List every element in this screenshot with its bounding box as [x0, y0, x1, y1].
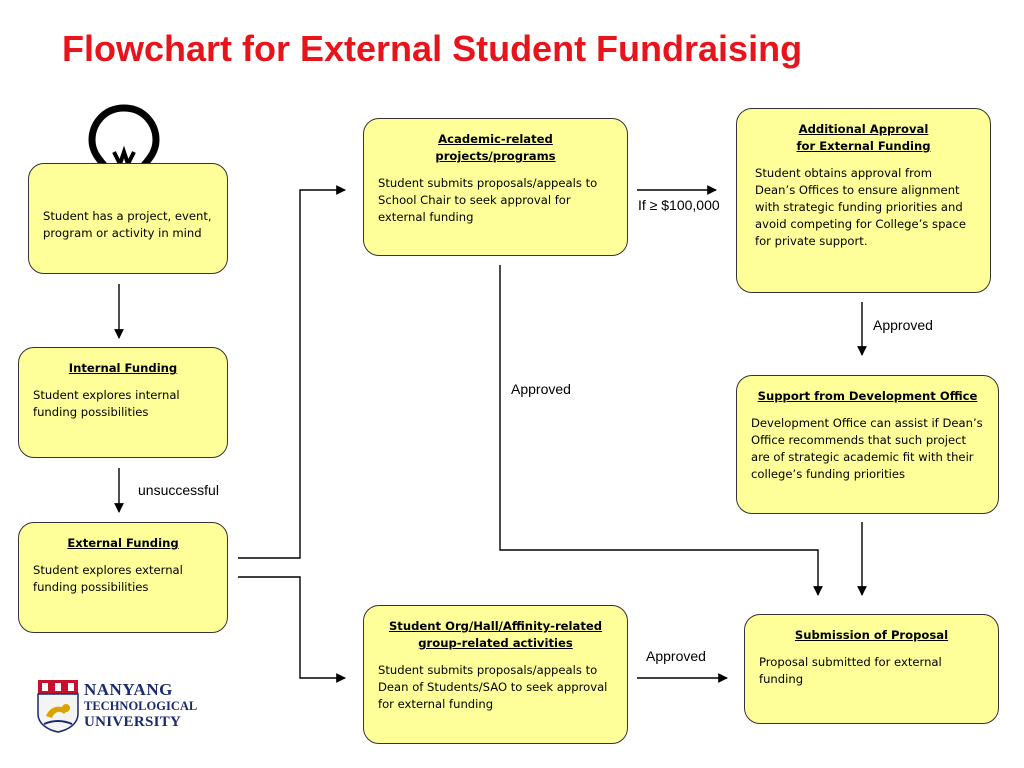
label-approved-academic: Approved — [511, 381, 571, 397]
logo-line2: TECHNOLOGICAL — [84, 699, 198, 713]
university-crest-icon — [37, 680, 79, 733]
development-office-heading: Support from Development Office — [757, 389, 978, 403]
additional-approval-box: Additional Approval for External Funding… — [736, 108, 991, 293]
external-funding-text: Student explores external funding possib… — [33, 563, 183, 594]
external-funding-heading: External Funding — [67, 536, 179, 550]
university-name: NANYANG TECHNOLOGICAL UNIVERSITY — [84, 680, 198, 730]
academic-projects-text: Student submits proposals/appeals to Sch… — [378, 176, 598, 224]
arrow-external-to-academic — [238, 185, 346, 559]
external-funding-box: External Funding Student explores extern… — [18, 522, 228, 633]
submission-heading: Submission of Proposal — [794, 628, 949, 642]
additional-approval-text: Student obtains approval from Dean’s Off… — [755, 166, 967, 248]
label-approved-student-org: Approved — [646, 648, 706, 664]
logo-line1: NANYANG — [84, 680, 173, 699]
internal-funding-heading: Internal Funding — [68, 361, 178, 375]
academic-projects-heading: Academic-related projects/programs — [435, 132, 556, 163]
submission-box: Submission of Proposal Proposal submitte… — [744, 614, 999, 724]
page-title: Flowchart for External Student Fundraisi… — [62, 28, 803, 69]
start-box: Student has a project, event, program or… — [28, 163, 228, 274]
label-threshold: If ≥ $100,000 — [638, 197, 720, 213]
development-office-box: Support from Development Office Developm… — [736, 375, 999, 514]
arrow-academic-to-submission — [499, 265, 823, 596]
student-org-heading: Student Org/Hall/Affinity-related group-… — [388, 619, 603, 650]
development-office-text: Development Office can assist if Dean’s … — [751, 416, 983, 481]
logo-line3: UNIVERSITY — [84, 714, 182, 730]
student-org-text: Student submits proposals/appeals to Dea… — [378, 663, 608, 711]
additional-approval-heading: Additional Approval for External Funding — [796, 122, 931, 153]
internal-funding-text: Student explores internal funding possib… — [33, 388, 180, 419]
submission-text: Proposal submitted for external funding — [759, 655, 942, 686]
start-text: Student has a project, event, program or… — [43, 209, 212, 240]
internal-funding-box: Internal Funding Student explores intern… — [18, 347, 228, 458]
academic-projects-box: Academic-related projects/programs Stude… — [363, 118, 628, 256]
arrow-external-to-student-org — [238, 576, 346, 683]
label-approved-additional: Approved — [873, 317, 933, 333]
label-unsuccessful: unsuccessful — [138, 482, 219, 498]
university-logo: NANYANG TECHNOLOGICAL UNIVERSITY — [36, 678, 198, 734]
student-org-box: Student Org/Hall/Affinity-related group-… — [363, 605, 628, 744]
